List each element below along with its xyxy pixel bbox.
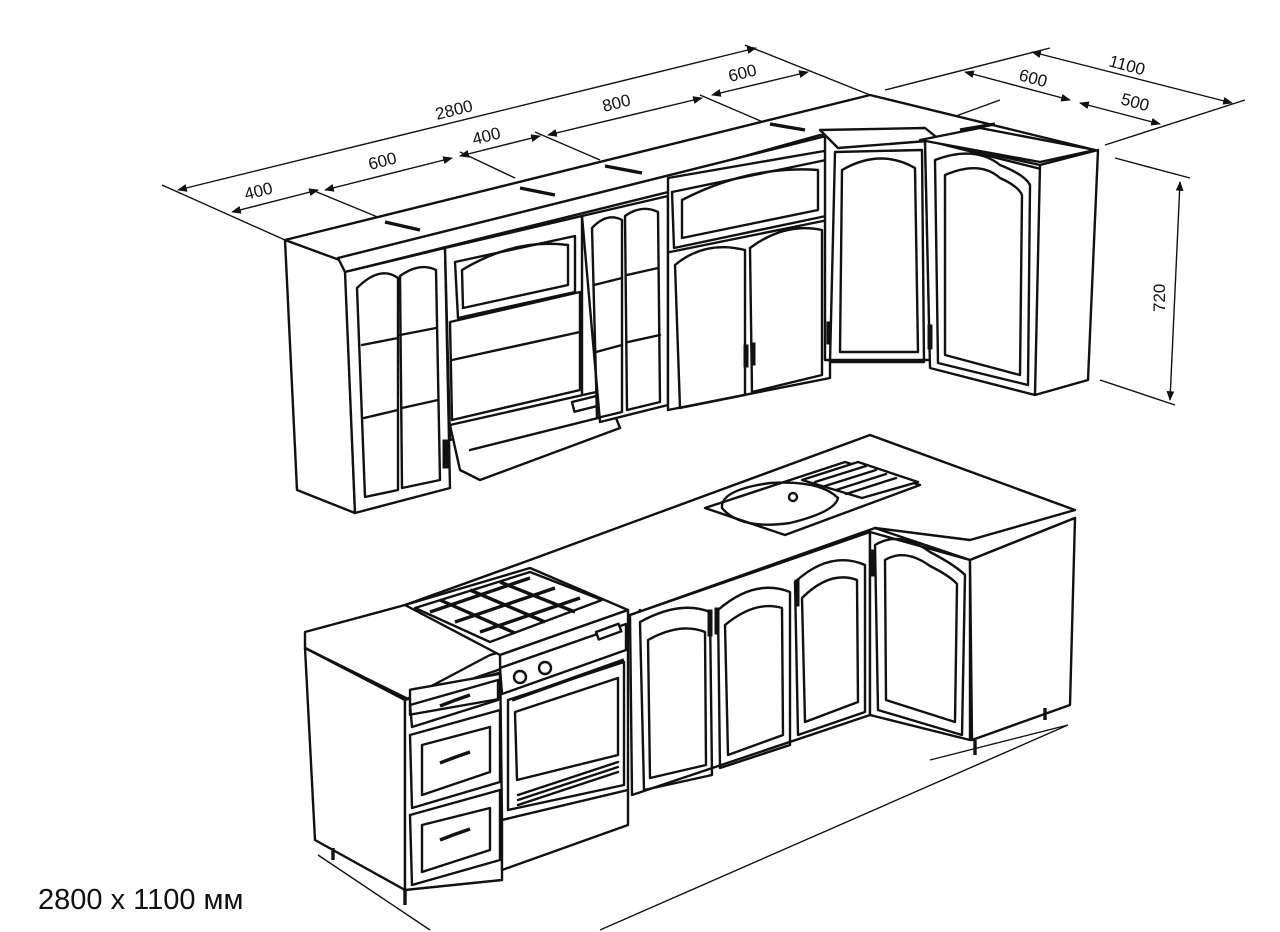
sink xyxy=(703,460,922,537)
extension-line xyxy=(161,184,286,241)
handle-icon xyxy=(743,344,749,368)
drawer-handle-icon xyxy=(439,827,471,842)
handle-icon xyxy=(794,579,800,607)
dim-line-total-length xyxy=(177,46,757,192)
dim-label-segment-3: 400 xyxy=(470,124,502,149)
dim-label-segment-2: 600 xyxy=(366,149,398,174)
floor-outline xyxy=(317,854,431,931)
dimension-lines xyxy=(161,44,1246,406)
handle-icon xyxy=(869,549,875,577)
drawer-handle-icon xyxy=(439,750,471,765)
dim-label-segment-4: 800 xyxy=(600,91,632,116)
extension-line xyxy=(311,189,381,219)
dim-line-total-depth xyxy=(1031,50,1233,105)
top-seam xyxy=(604,164,643,175)
dim-line-side-segment xyxy=(1079,101,1161,126)
extractor-hood xyxy=(448,388,622,482)
oven-vent xyxy=(516,760,620,807)
top-seam xyxy=(384,220,421,232)
handle-icon xyxy=(927,324,933,350)
extension-line xyxy=(1104,99,1246,146)
burner-grid xyxy=(429,576,581,635)
dim-line-segment xyxy=(459,134,541,158)
extension-line xyxy=(1114,157,1191,179)
right-upper-cabinet xyxy=(918,126,1100,397)
handle-icon xyxy=(707,609,713,637)
upper-double-cabinet xyxy=(666,148,832,412)
dim-line-segment xyxy=(231,188,319,214)
upper-cabinets xyxy=(283,93,1100,515)
cabinet-legs xyxy=(331,708,1047,905)
handle-icon xyxy=(442,439,449,469)
hood-cabinet xyxy=(443,214,622,482)
lower-cabinets xyxy=(303,433,1077,931)
dim-label-height: 720 xyxy=(1150,284,1169,312)
dim-line-segment xyxy=(547,96,703,137)
handle-icon xyxy=(714,607,720,635)
dim-label-segment-1: 400 xyxy=(242,179,274,204)
right-base-cabinet xyxy=(868,516,1077,742)
gas-stove xyxy=(403,566,630,872)
knob-icon xyxy=(537,660,553,676)
size-caption: 2800 x 1100 мм xyxy=(38,884,244,916)
dim-line-height xyxy=(1166,181,1184,401)
base-cabinet-drawers xyxy=(303,646,504,892)
handle-icon xyxy=(826,321,832,345)
drawer-handle-icon xyxy=(439,693,471,708)
extension-line xyxy=(884,47,1051,91)
handle-icon xyxy=(750,342,756,366)
dim-label-side-2: 500 xyxy=(1119,90,1151,116)
top-seam xyxy=(959,122,996,132)
knob-icon xyxy=(512,669,528,685)
extension-line xyxy=(744,44,871,96)
sink-base-cabinet xyxy=(628,530,872,797)
top-seam xyxy=(769,122,806,132)
corner-upper-cabinet xyxy=(818,126,942,364)
dim-line-segment xyxy=(711,70,809,97)
dim-line-segment xyxy=(324,156,453,192)
extension-line xyxy=(1099,379,1176,406)
dim-label-total-depth: 1100 xyxy=(1107,52,1147,80)
extension-line xyxy=(534,131,601,161)
top-seam xyxy=(519,186,556,197)
extension-line xyxy=(699,94,771,126)
glass-cabinet-middle xyxy=(580,194,670,424)
dim-line-side-segment xyxy=(964,70,1071,102)
glass-cabinet-left xyxy=(343,246,452,515)
dim-label-total-length: 2800 xyxy=(433,96,474,124)
dim-label-segment-5: 600 xyxy=(726,61,758,86)
extension-line xyxy=(459,151,516,179)
